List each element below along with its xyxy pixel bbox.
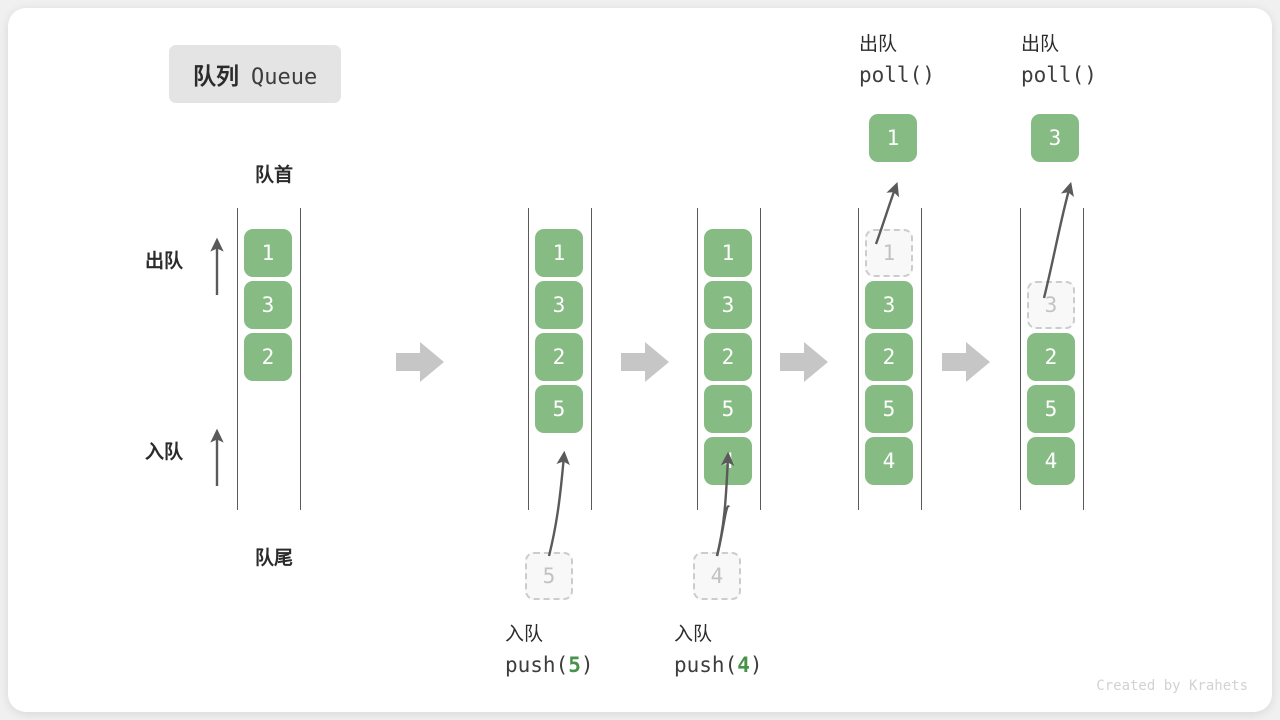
queue-cell[interactable]: 4 [1027, 437, 1075, 485]
push-5-motion-arrow-icon [547, 450, 570, 557]
queue-rail-right [300, 208, 301, 510]
queue-cell[interactable]: 1 [535, 229, 583, 277]
operation-caption-push-5: 入队 push(5) [505, 620, 594, 682]
queue-cell[interactable]: 3 [865, 281, 913, 329]
dequeue-side-label: 出队 [145, 251, 184, 272]
queue-rail-right [1083, 208, 1084, 510]
operation-name: 入队 [674, 624, 713, 645]
queue-cell-ghost: 1 [865, 229, 913, 277]
operation-arg: 5 [568, 653, 581, 678]
queue-cells: 3 2 5 4 [1027, 229, 1075, 489]
queue-cells: 1 3 2 5 4 [865, 229, 913, 489]
operation-caption-poll-1: 出队 poll() [859, 30, 935, 92]
queue-cell[interactable]: 5 [535, 385, 583, 433]
diagram-card: 队列 Queue 队首 队尾 出队 入队 1 3 2 1 3 2 [8, 8, 1272, 712]
queue-cell[interactable]: 2 [244, 333, 292, 381]
queue-rail-left [237, 208, 238, 510]
incoming-ghost-cell: 5 [525, 552, 573, 600]
queue-cell[interactable]: 3 [535, 281, 583, 329]
title-cn: 队列 [193, 63, 239, 89]
queue-cell[interactable]: 1 [244, 229, 292, 277]
operation-code: push(5) [505, 649, 594, 682]
queue-cell[interactable]: 2 [1027, 333, 1075, 381]
operation-code: poll() [859, 59, 935, 92]
operation-fn: poll( [859, 63, 923, 88]
operation-fn-close: ) [922, 63, 935, 88]
queue-rail-left [858, 208, 859, 510]
operation-caption-push-4: 入队 push(4) [674, 620, 763, 682]
queue-rail-right [921, 208, 922, 510]
operation-code: poll() [1021, 59, 1097, 92]
push-4-motion-arrow-stem-icon [715, 505, 731, 557]
queue-rail-right [591, 208, 592, 510]
operation-name: 出队 [859, 34, 898, 55]
operation-fn: push( [674, 653, 738, 678]
operation-name: 入队 [505, 624, 544, 645]
operation-fn-close: ) [580, 653, 594, 678]
step-arrow-icon [942, 342, 990, 382]
queue-rear-label: 队尾 [254, 548, 293, 569]
queue-cell[interactable]: 3 [244, 281, 292, 329]
queue-rail-left [528, 208, 529, 510]
queue-cells: 1 3 2 5 4 [704, 229, 752, 489]
operation-name: 出队 [1021, 34, 1060, 55]
operation-arg: 4 [737, 653, 750, 678]
step-arrow-icon [621, 342, 669, 382]
step-arrow-icon [396, 342, 444, 382]
popped-cell[interactable]: 1 [869, 114, 917, 162]
queue-cell-ghost: 3 [1027, 281, 1075, 329]
operation-fn: push( [505, 653, 569, 678]
queue-cells: 1 3 2 5 [535, 229, 583, 437]
queue-cell[interactable]: 5 [865, 385, 913, 433]
operation-caption-poll-3: 出队 poll() [1021, 30, 1097, 92]
watermark: Created by Krahets [1096, 678, 1248, 694]
diagram-stage: 队列 Queue 队首 队尾 出队 入队 1 3 2 1 3 2 [8, 8, 1272, 712]
queue-cell[interactable]: 3 [704, 281, 752, 329]
queue-rail-right [760, 208, 761, 510]
queue-rail-left [697, 208, 698, 510]
queue-cell[interactable]: 2 [704, 333, 752, 381]
incoming-ghost-cell: 4 [693, 552, 741, 600]
popped-cell[interactable]: 3 [1031, 114, 1079, 162]
operation-fn-close: ) [1084, 63, 1097, 88]
queue-cell[interactable]: 4 [704, 437, 752, 485]
queue-cell[interactable]: 5 [704, 385, 752, 433]
enqueue-side-label: 入队 [145, 442, 184, 463]
queue-cell[interactable]: 5 [1027, 385, 1075, 433]
queue-cell[interactable]: 4 [865, 437, 913, 485]
operation-fn: poll( [1021, 63, 1085, 88]
queue-cells: 1 3 2 [244, 229, 292, 385]
operation-code: push(4) [674, 649, 763, 682]
title-en: Queue [251, 65, 318, 90]
queue-cell[interactable]: 1 [704, 229, 752, 277]
queue-cell-empty [1027, 229, 1075, 277]
queue-rail-left [1020, 208, 1021, 510]
queue-front-label: 队首 [254, 165, 293, 186]
queue-cell[interactable]: 2 [865, 333, 913, 381]
operation-fn-close: ) [749, 653, 763, 678]
diagram-title-badge: 队列 Queue [169, 45, 342, 103]
step-arrow-icon [780, 342, 828, 382]
queue-cell[interactable]: 2 [535, 333, 583, 381]
